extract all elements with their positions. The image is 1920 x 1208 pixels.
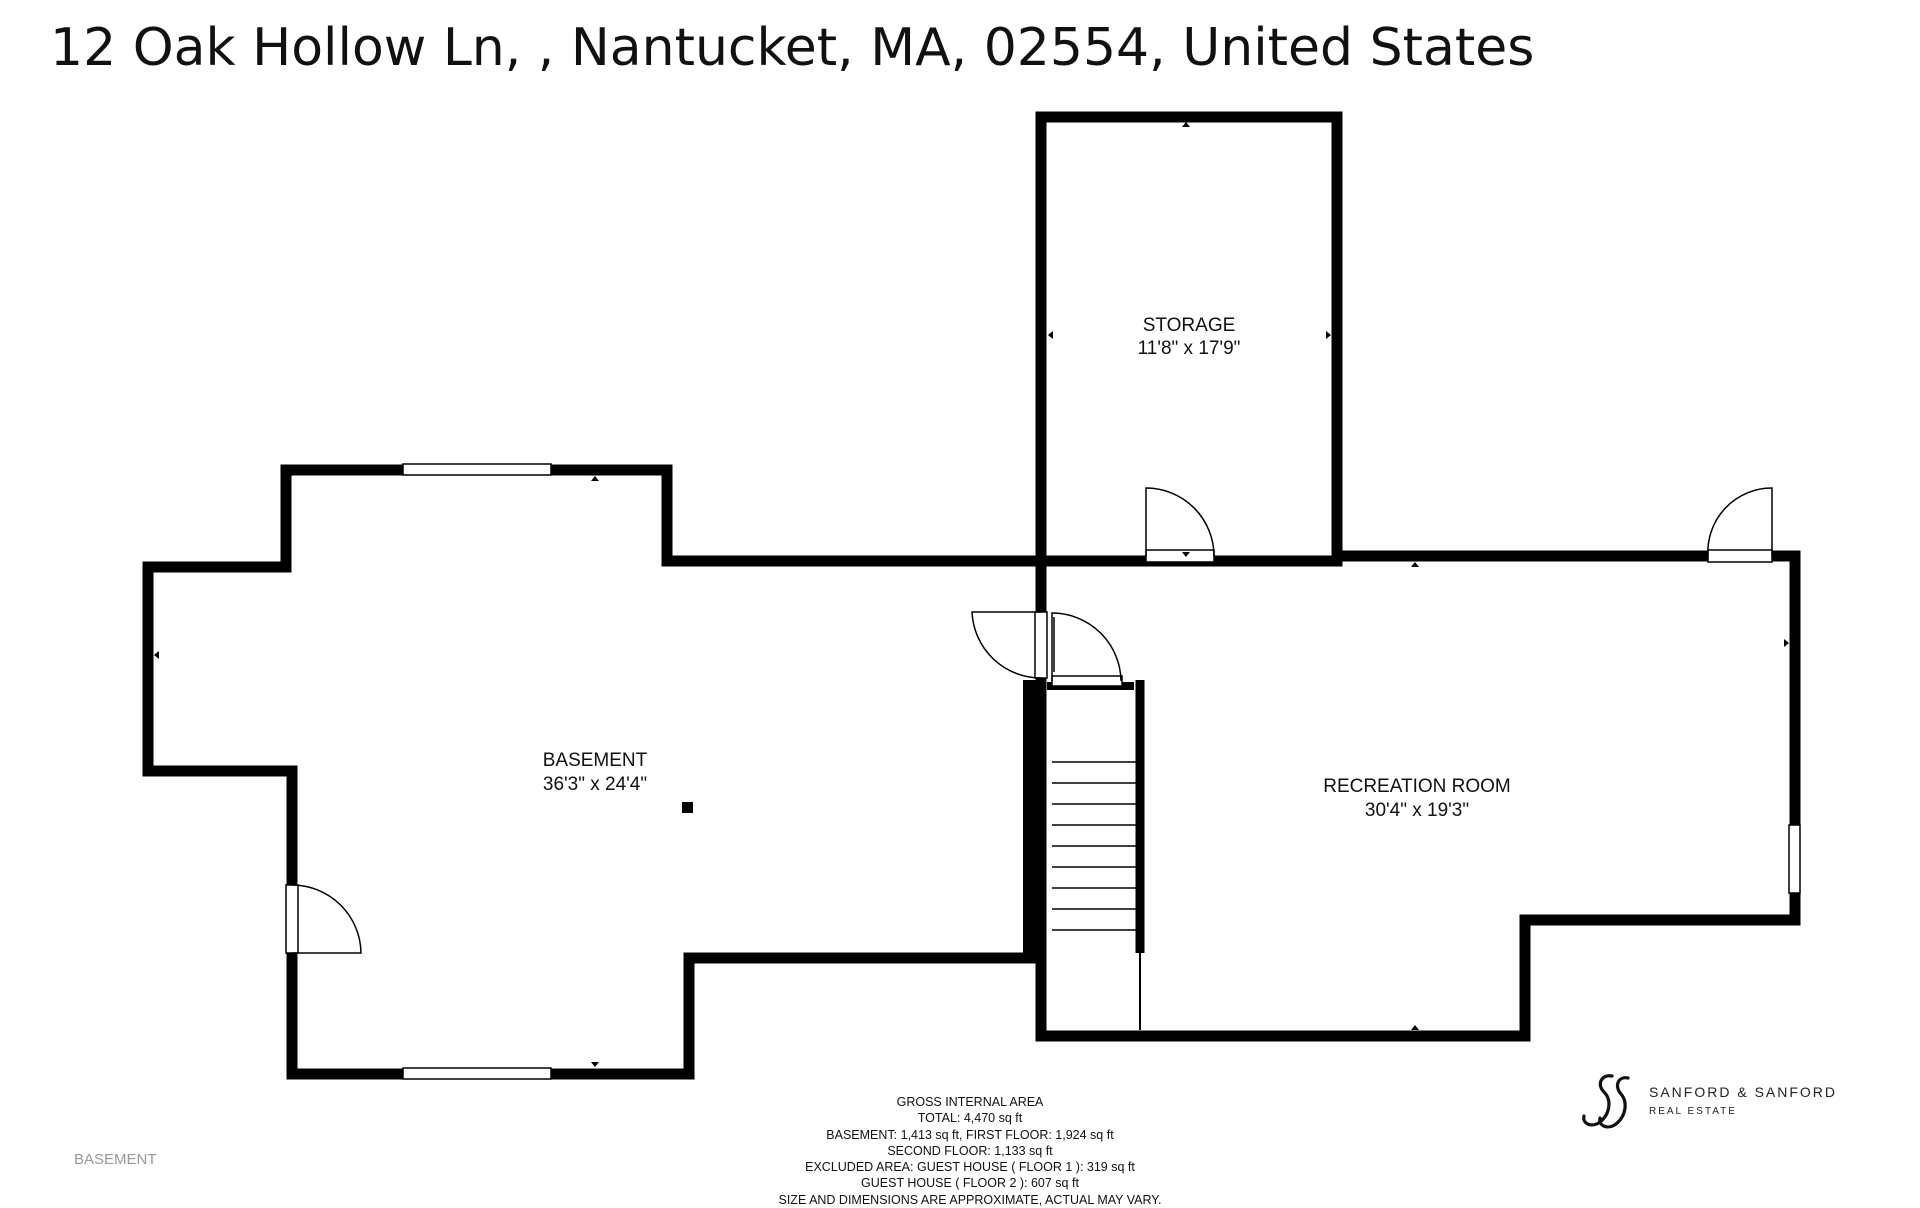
basement-walls — [142, 464, 1041, 1080]
property-address: 12 Oak Hollow Ln, , Nantucket, MA, 02554… — [50, 18, 1535, 78]
doors — [285, 487, 1773, 954]
storage-dims: 11'8" x 17'9" — [1138, 338, 1241, 359]
recreation-dims: 30'4" x 19'3" — [1365, 800, 1469, 821]
windows — [402, 463, 1801, 1080]
area-line: BASEMENT: 1,413 sq ft, FIRST FLOOR: 1,92… — [826, 1127, 1114, 1142]
area-title: GROSS INTERNAL AREA — [896, 1095, 1044, 1109]
storage-name: STORAGE — [1143, 315, 1236, 336]
recreation-name: RECREATION ROOM — [1323, 776, 1511, 797]
gross-area-summary: GROSS INTERNAL AREA TOTAL: 4,470 sq ft B… — [720, 1094, 1220, 1208]
floor-label: BASEMENT — [74, 1151, 157, 1168]
area-line: TOTAL: 4,470 sq ft — [917, 1111, 1023, 1126]
double-s-monogram-icon — [1582, 1074, 1630, 1129]
basement-name: BASEMENT — [543, 750, 648, 771]
brand-subtitle: REAL ESTATE — [1649, 1106, 1737, 1117]
stairs — [1052, 761, 1136, 931]
area-line: SIZE AND DIMENSIONS ARE APPROXIMATE, ACT… — [778, 1192, 1162, 1207]
area-line: GUEST HOUSE ( FLOOR 2 ): 607 sq ft — [861, 1176, 1079, 1191]
area-line: EXCLUDED AREA: GUEST HOUSE ( FLOOR 1 ): … — [805, 1160, 1135, 1175]
area-line: SECOND FLOOR: 1,133 sq ft — [887, 1143, 1053, 1158]
tick-markers — [154, 122, 1789, 1067]
brand-logo: SANFORD & SANFORD REAL ESTATE — [1576, 1068, 1876, 1138]
column — [682, 802, 693, 813]
basement-dims: 36'3" x 24'4" — [543, 774, 647, 795]
brand-name: SANFORD & SANFORD — [1649, 1084, 1838, 1100]
